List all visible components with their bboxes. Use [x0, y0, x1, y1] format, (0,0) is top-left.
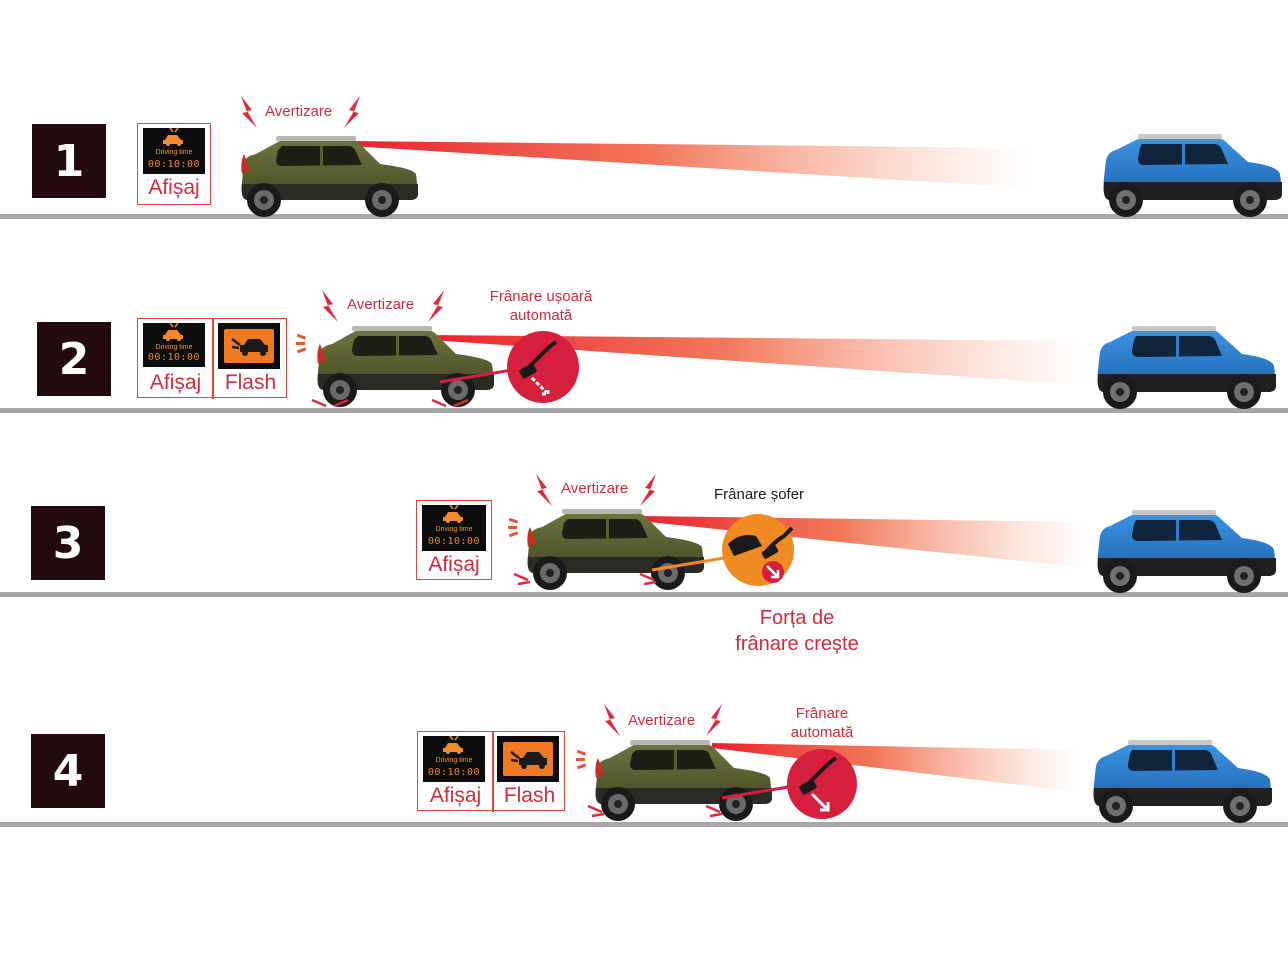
screen-time: 00:10:00 — [147, 159, 201, 170]
pedal-link-line — [651, 556, 725, 572]
driving-time-screen: Driving time 00:10:00 — [143, 322, 205, 367]
screen-title: Driving time — [155, 149, 193, 156]
warning-label-4: Avertizare — [628, 712, 696, 729]
screen-title: Driving time — [435, 526, 473, 533]
brake-label-line: Frânare — [795, 705, 849, 722]
tire-flash-icon — [513, 572, 531, 586]
screen-time: 00:10:00 — [427, 767, 481, 778]
flash-alert-icon — [224, 329, 274, 363]
force-label-line: Forța de — [759, 607, 835, 629]
brake-light-flash-icon — [576, 749, 587, 770]
flash-label: Flash — [224, 371, 277, 394]
road-line-4 — [0, 822, 1288, 827]
auto-brake-label-2: Frânare ușoară automată — [476, 287, 606, 325]
tire-flash-icon — [311, 398, 349, 408]
screen-title: Driving time — [435, 757, 473, 764]
driving-time-screen: Driving time 00:10:00 — [422, 504, 486, 551]
brake-label-line: automată — [509, 307, 573, 324]
display-label: Afișaj — [428, 553, 480, 576]
warning-label-2: Avertizare — [347, 296, 415, 313]
tire-flash-icon — [587, 804, 605, 818]
lead-car-4 — [1093, 740, 1272, 823]
tire-flash-icon — [705, 804, 723, 818]
radar-beam-1 — [350, 141, 1030, 188]
lightning-left-icon — [604, 704, 620, 736]
road-line-3 — [0, 592, 1288, 597]
pedal-link-line — [721, 784, 795, 800]
collision-icon — [510, 751, 547, 769]
force-label-line: frânare crește — [735, 633, 859, 655]
driving-time-screen: Driving time 00:10:00 — [423, 735, 485, 782]
step-number-3: 3 — [31, 506, 105, 580]
warning-label-3: Avertizare — [561, 480, 629, 497]
tire-flash-icon — [431, 398, 469, 408]
display-label: Afișaj — [429, 784, 482, 807]
brake-label-line: automată — [790, 724, 854, 741]
step-number-4: 4 — [31, 734, 105, 808]
auto-brake-pedal-icon[interactable] — [786, 748, 866, 828]
display-panel-3: Driving time 00:10:00 Afișaj — [416, 500, 492, 580]
brake-force-label: Forța de frânare crește — [714, 605, 880, 657]
driving-time-screen: Driving time 00:10:00 — [143, 127, 205, 174]
auto-brake-pedal-icon[interactable] — [506, 330, 586, 410]
flash-label: Flash — [503, 784, 556, 807]
driver-brake-label: Frânare șofer — [714, 486, 805, 503]
step-number-1: 1 — [32, 124, 106, 198]
brake-label-line: Frânare ușoară — [489, 288, 593, 305]
warning-label-1: Avertizare — [265, 103, 333, 120]
display-panel-1: Driving time 00:10:00 Afișaj — [137, 123, 211, 205]
display-label: Afișaj — [149, 371, 202, 394]
screen-title: Driving time — [155, 344, 193, 351]
lightning-right-icon — [706, 704, 722, 736]
auto-brake-label-4: Frânare automată — [772, 704, 872, 742]
display-flash-panel-2: Driving time 00:10:00 Afișaj Flash — [137, 318, 287, 399]
collision-icon — [231, 338, 268, 356]
flash-alert-icon — [503, 742, 553, 776]
tire-flash-icon — [639, 572, 657, 586]
pedal-link-line — [439, 368, 513, 384]
display-label: Afișaj — [148, 176, 200, 199]
driver-brake-pedal-icon[interactable] — [722, 514, 802, 594]
radar-beam-4 — [712, 743, 1078, 792]
display-flash-panel-4: Driving time 00:10:00 Afișaj Flash — [417, 731, 565, 812]
screen-time: 00:10:00 — [427, 536, 481, 547]
screen-time: 00:10:00 — [147, 352, 201, 363]
flash-screen — [497, 736, 559, 782]
step-number-2: 2 — [37, 322, 111, 396]
radar-beam-2 — [430, 335, 1085, 385]
road-line-2 — [0, 408, 1288, 413]
road-line-1 — [0, 214, 1288, 219]
flash-screen — [218, 323, 280, 369]
